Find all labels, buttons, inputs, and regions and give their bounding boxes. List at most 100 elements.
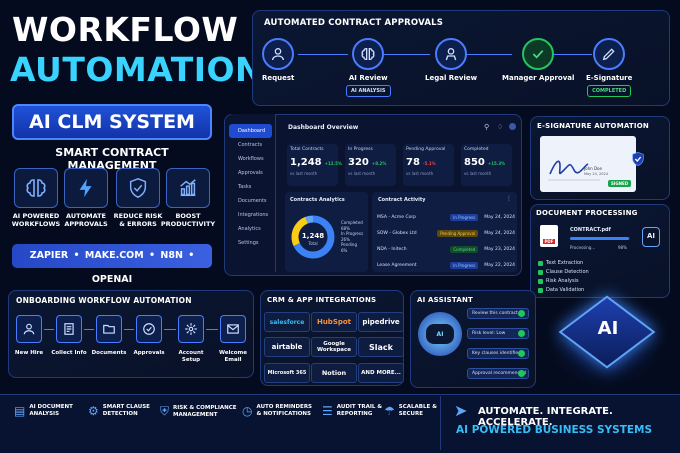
assistant-item[interactable]: Approval recommended xyxy=(467,368,529,379)
onboarding-label: Collect Info xyxy=(51,350,87,356)
document-icon: ▤ xyxy=(14,404,26,418)
nav-contracts[interactable]: Contracts xyxy=(238,142,263,148)
slack-logo[interactable]: Slack xyxy=(358,337,404,357)
step-request: Request xyxy=(262,38,294,82)
docproc-pct: 98% xyxy=(618,245,627,250)
avatar[interactable] xyxy=(509,123,516,130)
nav-approvals[interactable]: Approvals xyxy=(238,170,263,176)
analytics-title: Contracts Analytics xyxy=(290,197,345,203)
activity-title: Contract Activity xyxy=(378,197,426,203)
gear-icon: ⚙ xyxy=(88,404,99,418)
assistant-item[interactable]: Risk level: Low xyxy=(467,328,529,339)
signature-document: John Doe May 24, 2024 SIGNED xyxy=(540,136,636,192)
tagline-line2: AI POWERED BUSINESS SYSTEMS xyxy=(456,424,653,436)
shield-check-icon xyxy=(116,168,160,208)
hubspot-logo[interactable]: HubSpot xyxy=(311,312,357,332)
step-ai-review: AI Review AI ANALYSIS xyxy=(346,38,391,97)
nav-settings[interactable]: Settings xyxy=(238,240,259,246)
onboarding-label: Documents xyxy=(91,350,127,356)
check-icon xyxy=(522,38,555,70)
user-icon xyxy=(16,315,42,343)
rocket-icon: ➤ xyxy=(454,401,468,420)
lawyer-icon xyxy=(435,38,468,70)
donut-slice-in-progress xyxy=(291,215,335,259)
google-workspace-logo[interactable]: Google Workspace xyxy=(311,337,357,357)
step-manager-approval: Manager Approval xyxy=(502,38,574,82)
bottom-feature: ☰AUDIT TRAIL &REPORTING xyxy=(322,404,383,418)
bottom-feature: ☂SCALABLE &SECURE xyxy=(384,404,437,418)
nav-tasks[interactable]: Tasks xyxy=(238,184,252,190)
tagline-line1: AUTOMATE. INTEGRATE. ACCELERATE. xyxy=(478,406,613,428)
lock-shield-icon: ☂ xyxy=(384,404,395,418)
ai-chip-label: AI xyxy=(597,318,619,339)
signed-stamp: SIGNED xyxy=(608,180,632,187)
onboarding-title: ONBOARDING WORKFLOW AUTOMATION xyxy=(16,296,192,305)
clock-icon: ◷ xyxy=(242,404,253,418)
hero-title-line2: AUTOMATION xyxy=(10,50,264,89)
nav-workflows[interactable]: Workflows xyxy=(238,156,264,162)
search-icon[interactable]: ⚲ xyxy=(484,123,490,131)
assistant-item[interactable]: Key clauses identified xyxy=(467,348,529,359)
more-icon[interactable]: ⋮ xyxy=(506,195,512,202)
airtable-logo[interactable]: airtable xyxy=(264,337,310,357)
assistant-title: AI ASSISTANT xyxy=(417,296,473,304)
onboarding-label: New Hire xyxy=(14,350,44,356)
docproc-panel xyxy=(530,204,670,298)
docproc-item: Data Validation xyxy=(538,287,584,293)
bottom-feature: ◷AUTO REMINDERS& NOTIFICATIONS xyxy=(242,404,313,418)
donut-total-label: Total xyxy=(307,241,317,246)
user-icon xyxy=(262,38,295,70)
dashboard-sidebar: Dashboard Contracts Workflows Approvals … xyxy=(226,114,276,272)
pipedrive-logo[interactable]: pipedrive xyxy=(358,312,404,332)
docproc-item: Text Extraction xyxy=(538,260,583,266)
folder-icon xyxy=(96,315,122,343)
nav-dashboard[interactable]: Dashboard xyxy=(229,124,272,138)
onboarding-label: Approvals xyxy=(133,350,165,356)
salesforce-logo[interactable]: salesforce xyxy=(264,312,310,332)
and-more-label[interactable]: AND MORE... xyxy=(358,363,404,383)
gear-icon xyxy=(178,315,204,343)
integrations-title: CRM & APP INTEGRATIONS xyxy=(267,296,377,304)
ai-analysis-chip: AI ANALYSIS xyxy=(346,85,391,97)
brain-icon xyxy=(14,168,58,208)
step-legal-review: Legal Review xyxy=(425,38,477,82)
audit-icon: ☰ xyxy=(322,404,333,418)
docproc-item: Clause Detection xyxy=(538,269,589,275)
notion-logo[interactable]: Notion xyxy=(311,363,357,383)
microsoft365-logo[interactable]: Microsoft 365 xyxy=(264,363,310,383)
docproc-item: Risk Analysis xyxy=(538,278,579,284)
signature-icon xyxy=(548,160,600,181)
donut-total: 1,248 xyxy=(302,232,324,240)
mail-icon xyxy=(220,315,246,343)
growth-chart-icon xyxy=(166,168,210,208)
nav-documents[interactable]: Documents xyxy=(238,198,267,204)
donut-slice-pending xyxy=(291,215,335,259)
docproc-file: CONTRACT.pdf xyxy=(570,227,611,233)
docproc-progress xyxy=(570,237,630,240)
completed-chip: COMPLETED xyxy=(587,85,632,97)
esign-title: E-SIGNATURE AUTOMATION xyxy=(537,122,649,130)
step-e-signature: E-Signature COMPLETED xyxy=(586,38,632,97)
bell-icon[interactable]: ♢ xyxy=(497,123,504,131)
pdf-icon: PDF xyxy=(540,225,558,247)
nav-analytics[interactable]: Analytics xyxy=(238,226,261,232)
hero-title-line1: WORKFLOW xyxy=(12,10,239,49)
nav-integrations[interactable]: Integrations xyxy=(238,212,269,218)
shield-check-icon xyxy=(630,150,646,172)
assistant-item[interactable]: Review this contract xyxy=(467,308,529,319)
approvals-title: AUTOMATED CONTRACT APPROVALS xyxy=(264,18,444,28)
lightning-icon xyxy=(64,168,108,208)
ai-chip-icon: AI xyxy=(642,227,660,247)
bottom-strip xyxy=(0,394,680,453)
